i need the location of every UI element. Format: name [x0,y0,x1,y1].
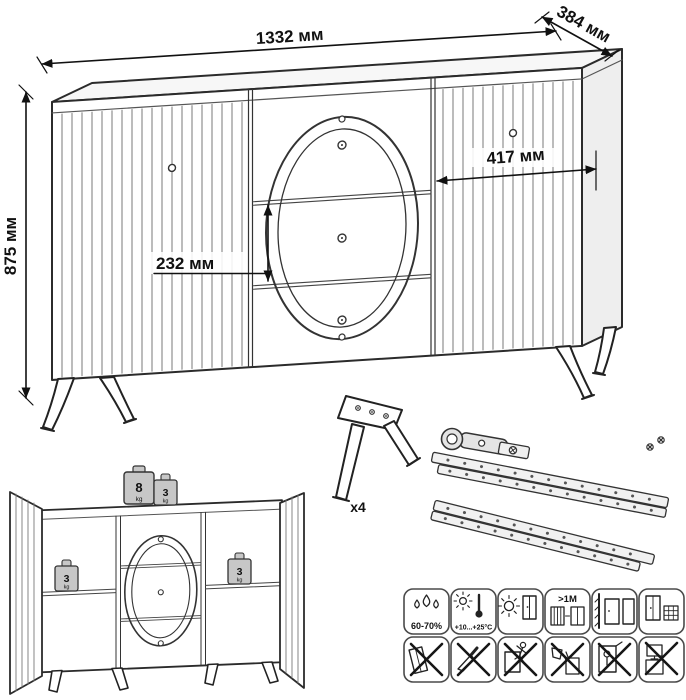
side-shelves [39,581,283,597]
small-drawer-knobs [157,536,164,647]
no-climbing-icon [497,636,544,683]
left-door-flutes [61,101,243,378]
weight-top-3kg: 3 kg [153,473,178,506]
weight-left-shelf-3kg: 3 kg [54,559,79,592]
flat-surface-icon [638,588,685,635]
right-door-flutes [442,80,574,354]
oval-screw-top [338,115,346,123]
cabinet-front-face [51,66,583,381]
dim-height-label: 875 мм [1,217,20,275]
oval-screw-bottom [338,333,346,341]
center-drawer-gaps [120,562,202,622]
weight-3-unit: kg [163,499,169,505]
temperature-label: +10...+25°C [455,624,492,632]
drawer-gaps [252,189,432,290]
temperature-icon: +10...+25°C [450,588,497,635]
left-open-door [9,491,43,695]
open-cabinet-view: 8 kg 3 kg 3 kg 3 kg [9,465,305,695]
dim-inner-width: 417 мм [436,145,597,191]
weight-3-value: 3 [64,573,70,585]
no-children-inside-icon [591,636,638,683]
drawer-knobs [337,140,347,325]
humidity-icon: 60-70% [403,588,450,635]
oval-frame-inner [277,128,407,328]
dim-height: 875 мм [1,84,34,406]
dim-drawer-height: 232 мм [151,204,273,282]
weight-3-unit: kg [237,578,243,584]
leg-screw-holes [355,405,389,419]
no-tilt-icon [403,636,450,683]
dim-width: 1332 мм [36,23,562,74]
no-spill-icon [544,636,591,683]
dim-drawer-height-label: 232 мм [156,254,214,273]
dim-width-label: 1332 мм [255,25,324,48]
weight-8-value: 8 [135,480,142,495]
weight-3-value: 3 [163,487,169,499]
hinge-hardware: x4 [440,427,531,476]
cabinet-right-face [581,48,623,347]
right-open-door [279,492,305,689]
sunlight-protection-icon [497,588,544,635]
wall-clearance-icon [591,588,638,635]
weight-top-8kg: 8 kg [123,465,155,505]
right-door-knob [508,128,518,138]
heat-distance-label: >1M [558,594,577,605]
no-sharp-objects-icon [450,636,497,683]
weight-3-value: 3 [237,566,243,578]
slide-screws [646,436,665,451]
weight-8-unit: kg [136,496,143,503]
cabinet-legs [40,326,617,432]
small-oval-inner [131,543,191,639]
weight-3-unit: kg [64,585,70,591]
dimension-annotations: 1332 мм 384 мм 875 мм 417 мм 232 мм [1,2,620,406]
section-dividers [247,76,436,368]
leg-hardware: x4 [332,395,421,515]
care-icon-grid: 60-70% +10...+25°C >1M [403,588,685,683]
sideboard-isometric-view [40,48,623,432]
humidity-label: 60-70% [411,621,442,631]
heat-distance-icon: >1M [544,588,591,635]
no-heavy-load-icon [638,636,685,683]
weight-right-shelf-3kg: 3 kg [227,552,252,585]
dim-inner-width-label: 417 мм [486,145,546,168]
left-door-knob [167,163,177,173]
drawer-slides [430,436,670,572]
leg-quantity-label: x4 [350,499,366,515]
open-cabinet-legs [48,661,279,693]
